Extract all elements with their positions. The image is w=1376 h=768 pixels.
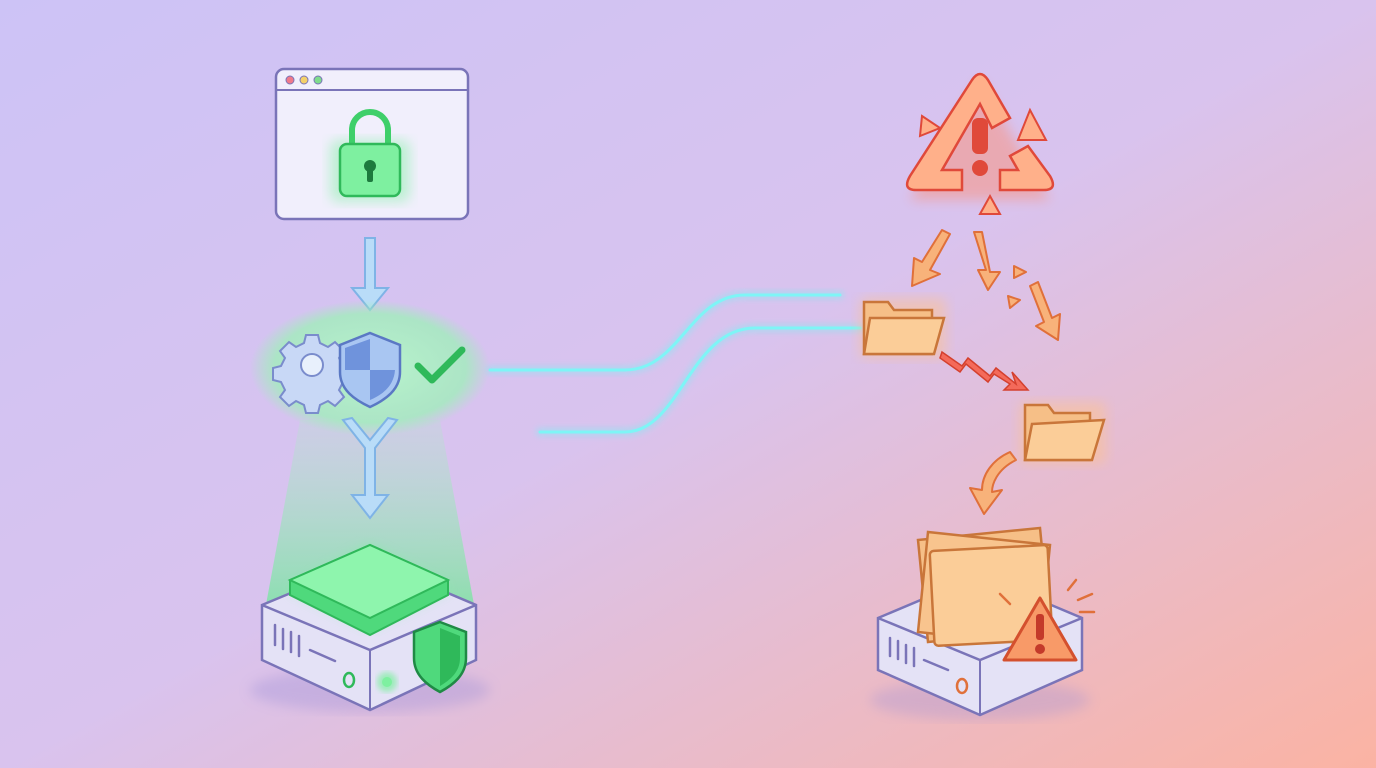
padlock-icon [330, 109, 410, 202]
threat-arrows [911, 229, 1061, 515]
arrow-down-icon [349, 237, 391, 312]
shield-icon [338, 331, 402, 409]
connection-lines [485, 290, 865, 437]
open-folder-icon [1020, 402, 1106, 464]
shield-badge-icon [412, 620, 468, 694]
gear-icon [272, 334, 352, 414]
warning-triangle-icon [905, 72, 1055, 215]
warning-icon [998, 578, 1096, 662]
server-top-plate [287, 543, 451, 637]
zigzag-arrow-icon [939, 350, 1030, 391]
merge-arrow-icon [341, 416, 399, 520]
folder-icon [860, 298, 946, 358]
checkmark-icon [414, 346, 466, 384]
